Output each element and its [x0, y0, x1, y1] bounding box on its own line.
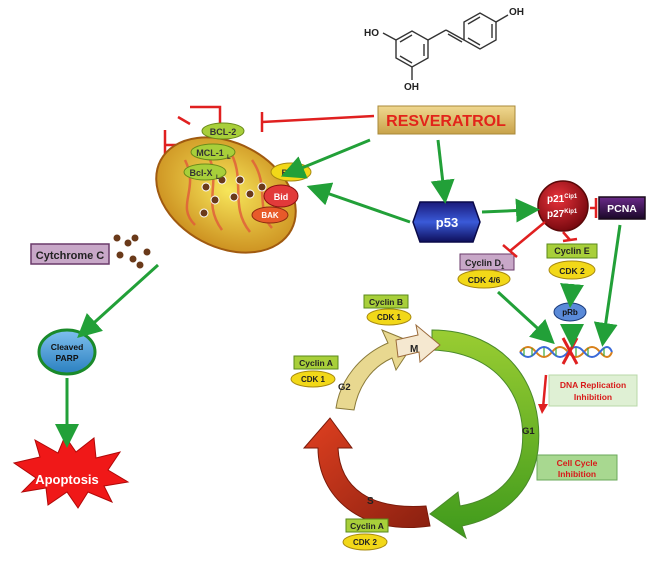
resveratrol-label: RESVERATROL — [386, 113, 506, 130]
phase-g1-label: G1 — [522, 426, 535, 437]
p21-label: p21Cip1 — [547, 194, 578, 205]
cdk2-e-label: CDK 2 — [559, 266, 585, 276]
cyclin-e-label: Cyclin E — [554, 246, 590, 256]
cdk46-oval — [457, 269, 511, 289]
cyclin-a-s-box — [345, 518, 389, 533]
phase-m-label: M — [410, 344, 418, 355]
bid-label: Bid — [274, 192, 289, 202]
bclx-label: Bcl-X — [189, 168, 212, 178]
cdk1-b-oval — [366, 308, 412, 326]
red-arrowhead — [538, 404, 548, 414]
parp-line2: PARP — [56, 353, 79, 363]
cdk2-a-label: CDK 2 — [353, 538, 378, 547]
cyclin-e-box — [546, 243, 598, 259]
cyclin-a-g2-label: Cyclin A — [299, 358, 333, 368]
cytochrome-c-label: Cytchrome C — [36, 250, 105, 262]
prb-label: pRb — [562, 308, 578, 317]
cdk2-a-oval — [342, 533, 388, 551]
cytochrome-dots-mito — [199, 175, 267, 218]
cdk46-label: CDK 4/6 — [468, 275, 501, 285]
pcna-label: PCNA — [607, 203, 637, 215]
pcna-box — [598, 196, 646, 220]
cyclin-d1-label: Cyclin D1 — [465, 258, 505, 271]
bak-label: BAK — [261, 211, 279, 220]
parp-line1: Cleaved — [51, 342, 84, 352]
mcl1-sub: L — [227, 155, 231, 161]
oh-top-label: OH — [509, 7, 524, 18]
cc-box-line2: Inhibition — [558, 469, 596, 479]
phase-g2-label: G2 — [338, 382, 351, 393]
bcl2-oval — [201, 122, 245, 140]
cdk1-a-label: CDK 1 — [301, 375, 326, 384]
bak-oval — [251, 206, 289, 224]
mcl1-label: MCL-1 — [196, 148, 224, 158]
bclx-sub: L — [216, 175, 220, 181]
activation-arrows — [55, 138, 622, 448]
dna-replication-box — [548, 374, 638, 407]
cyclin-b-box — [363, 294, 409, 309]
cdk2-e-oval — [548, 260, 596, 280]
bclx-oval — [183, 163, 227, 181]
p53-label: p53 — [436, 215, 458, 230]
mcl1-oval — [190, 143, 236, 161]
resveratrol-molecule — [382, 12, 509, 80]
ho-left-label: HO — [364, 28, 379, 39]
oh-bottom-label: OH — [404, 82, 419, 93]
cyclin-a-g2-box — [293, 355, 339, 370]
p27-label: p27Kip1 — [547, 209, 578, 220]
cleaved-parp-oval — [37, 328, 97, 376]
phase-s-label: S — [367, 496, 374, 507]
cyclin-a-s-label: Cyclin A — [350, 521, 384, 531]
cc-box-line1: Cell Cycle — [557, 458, 598, 468]
cytochrome-dots-free — [112, 233, 152, 270]
resveratrol-box — [377, 105, 516, 135]
cdk1-a-oval — [290, 370, 336, 388]
cell-cycle-ring — [302, 323, 540, 540]
dna-block-x — [561, 337, 579, 365]
dna-box-line1: DNA Replication — [560, 380, 626, 390]
cytochrome-c-box — [30, 243, 110, 265]
bcl2-label: BCL-2 — [210, 127, 237, 137]
cdk1-b-label: CDK 1 — [377, 313, 402, 322]
dna-box-line2: Inhibition — [574, 392, 612, 402]
p53-hexagon — [412, 201, 481, 243]
cell-cycle-box — [536, 454, 618, 481]
p21-p27-circle — [537, 180, 589, 232]
inhibition-arrows — [502, 198, 598, 409]
cyclin-b-label: Cyclin B — [369, 297, 403, 307]
bid-oval — [263, 184, 299, 208]
apoptosis-label: Apoptosis — [35, 472, 99, 487]
